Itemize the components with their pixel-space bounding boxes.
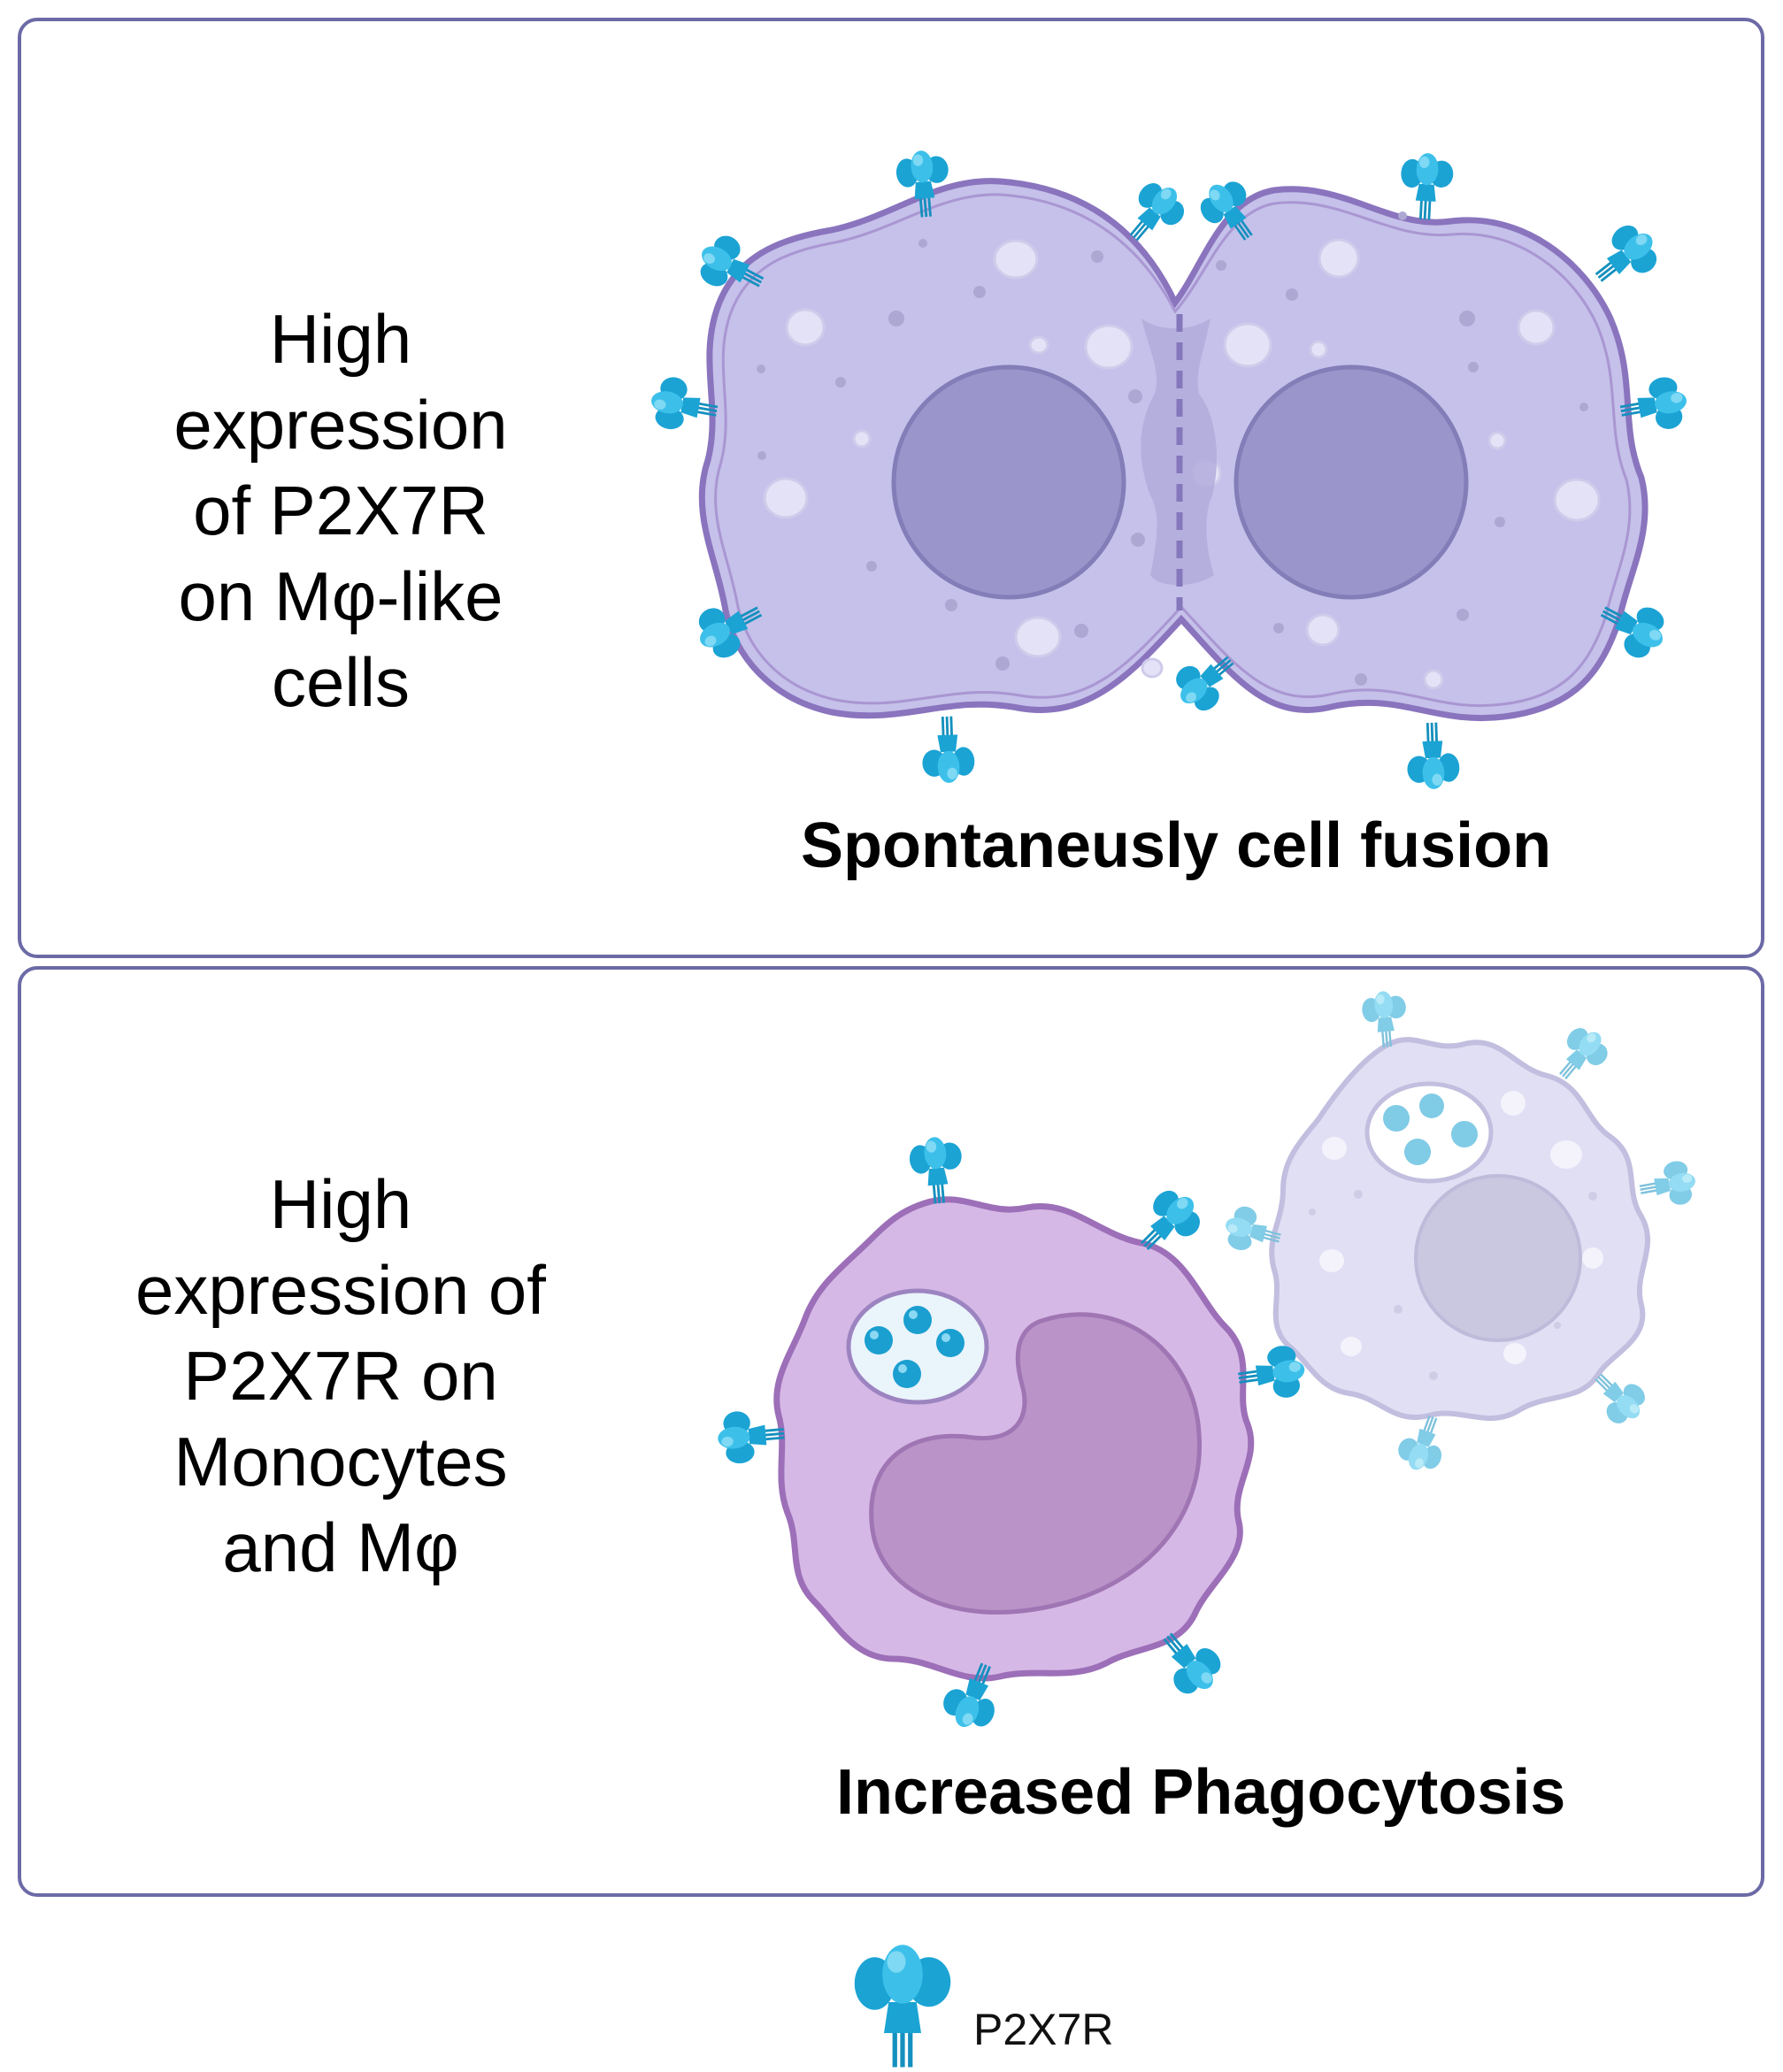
- panel-1-description: High expression of P2X7R on Mφ-like cell…: [71, 296, 611, 725]
- panel-2-line: and Mφ: [222, 1508, 459, 1586]
- nucleus-left: [891, 365, 1126, 600]
- monocyte-cell: [1218, 988, 1701, 1478]
- legend-label: P2X7R: [973, 2005, 1114, 2054]
- caption-cell-fusion: Spontaneusly cell fusion: [801, 810, 1552, 881]
- panel-2-line: P2X7R on: [183, 1337, 498, 1415]
- phagosome: [846, 1288, 989, 1405]
- panel-2-line: expression of: [135, 1251, 546, 1329]
- granules: [757, 211, 1588, 686]
- panel-1-line: cells: [271, 643, 411, 721]
- nucleus-kidney: [869, 1312, 1203, 1615]
- fused-macrophage-cells: [645, 147, 1693, 792]
- p2x7r-receptor-icon: [855, 1945, 951, 2067]
- nucleus-right: [1233, 365, 1469, 600]
- panel-1-line: of P2X7R: [193, 472, 488, 549]
- panel-1-line: High: [269, 300, 412, 378]
- panel-2-line: High: [269, 1165, 412, 1243]
- vacuoles: [763, 238, 1601, 690]
- fusion-zone: [1141, 318, 1217, 586]
- caption-phagocytosis: Increased Phagocytosis: [836, 1757, 1566, 1828]
- macrophage-cell: [714, 1133, 1310, 1738]
- panel-2-description: High expression of P2X7R on Monocytes an…: [71, 1162, 611, 1591]
- panel-1-line: on Mφ-like: [178, 557, 503, 635]
- panel-1-line: expression: [173, 386, 508, 464]
- panel-2-line: Monocytes: [173, 1423, 508, 1500]
